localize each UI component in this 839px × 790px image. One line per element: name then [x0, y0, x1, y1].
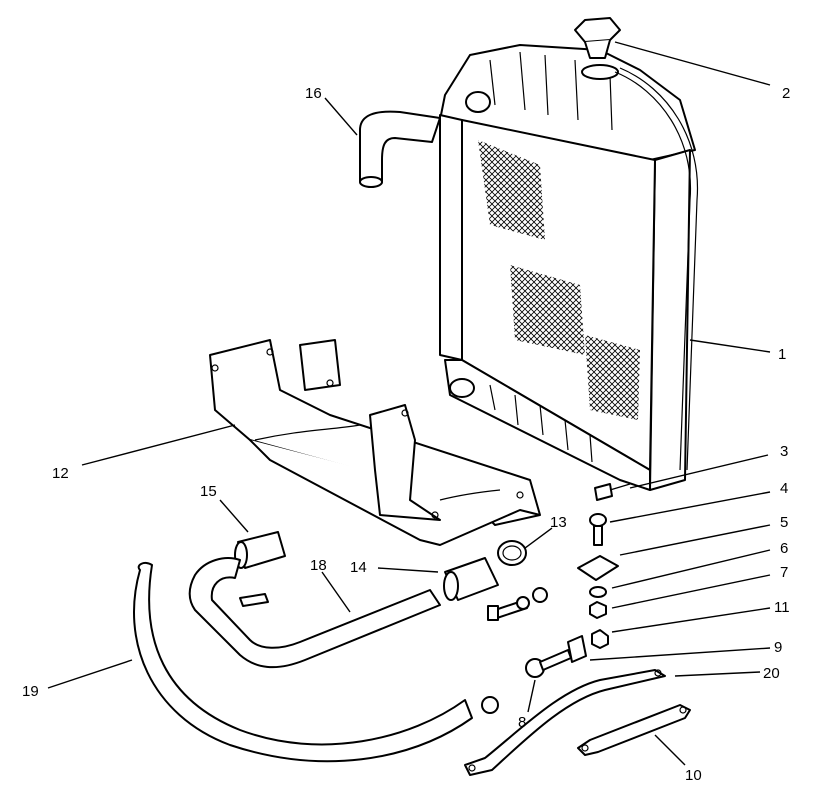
bracket-bolt-set	[487, 587, 548, 621]
mounting-bracket	[209, 339, 541, 546]
callout-13: 13	[550, 514, 567, 531]
callout-12: 12	[52, 465, 69, 482]
callout-8: 8	[518, 714, 526, 731]
callout-9: 9	[774, 639, 782, 656]
callout-10: 10	[685, 767, 702, 784]
callout-3: 3	[780, 443, 788, 460]
callout-20: 20	[763, 665, 780, 682]
callout-15: 15	[200, 483, 217, 500]
callout-7: 7	[780, 564, 788, 581]
callout-labels: 1 2 3 4 5 6 7 8 9 10 11 12 13 14 15 16 1…	[22, 85, 790, 784]
short-hose-15	[234, 531, 286, 569]
callout-6: 6	[780, 540, 788, 557]
callout-16: 16	[305, 85, 322, 102]
callout-1: 1	[778, 346, 786, 363]
callout-2: 2	[782, 85, 790, 102]
callout-18: 18	[310, 557, 327, 574]
bottom-pipe	[188, 557, 441, 669]
drain-fittings	[577, 513, 619, 619]
leader-lines	[47, 41, 771, 766]
long-hose	[133, 561, 499, 763]
callout-14: 14	[350, 559, 367, 576]
stay-fixings	[525, 629, 609, 678]
callout-5: 5	[780, 514, 788, 531]
hose-14	[443, 557, 499, 601]
hose-clip	[497, 540, 527, 566]
callout-11: 11	[774, 599, 790, 616]
radiator	[439, 44, 699, 501]
stay-bar	[577, 704, 691, 756]
callout-4: 4	[780, 480, 788, 497]
radiator-cap	[574, 17, 621, 59]
stay-rod	[464, 669, 666, 776]
callout-19: 19	[22, 683, 39, 700]
top-hose	[359, 110, 441, 188]
